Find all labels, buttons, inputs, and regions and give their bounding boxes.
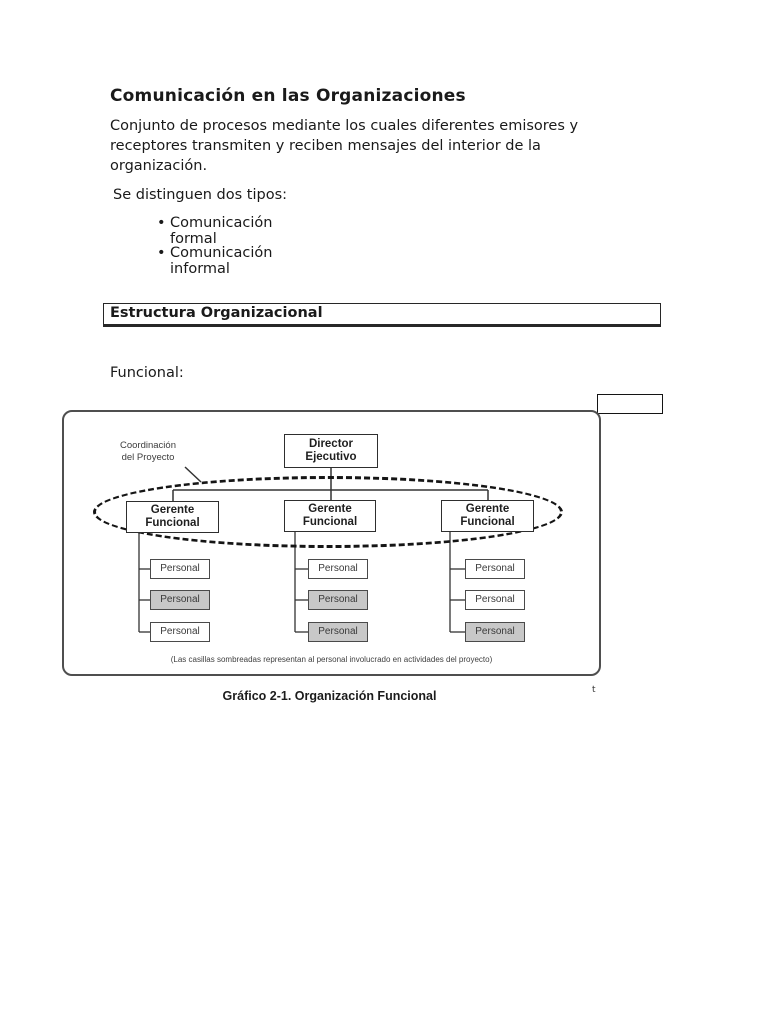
staff-node-shaded: Personal — [465, 622, 525, 642]
paragraph-line: Conjunto de procesos mediante los cuales… — [110, 118, 579, 134]
section-heading-box: Estructura Organizacional — [103, 303, 661, 327]
coordination-label: Coordinación del Proyecto — [103, 440, 193, 463]
label-pointer-line — [184, 466, 202, 483]
staff-node: Personal — [150, 622, 210, 642]
director-label-line: Director — [308, 437, 354, 450]
director-label-line: Ejecutivo — [305, 451, 357, 463]
coordination-label-line: del Proyecto — [121, 451, 175, 463]
staff-node-shaded: Personal — [150, 590, 210, 610]
figure-note: (Las casillas sombreadas representan al … — [170, 655, 493, 664]
bullet-icon: • — [157, 215, 166, 231]
intro-paragraph: Conjunto de procesos mediante los cuales… — [110, 117, 578, 176]
staff-node-shaded: Personal — [308, 590, 368, 610]
page-title: Comunicación en las Organizaciones — [110, 86, 466, 106]
section-heading-label: Estructura Organizacional — [110, 305, 323, 321]
paragraph-line: organización. — [110, 157, 208, 174]
project-coordination-ellipse — [93, 476, 563, 548]
staff-node-shaded: Personal — [308, 622, 368, 642]
staff-node: Personal — [465, 559, 525, 579]
org-chart-figure: Coordinación del Proyecto Director Ejecu… — [62, 410, 601, 676]
stray-mark: t — [592, 685, 596, 695]
manager-node: Gerente Funcional — [126, 501, 219, 533]
staff-node: Personal — [465, 590, 525, 610]
staff-node: Personal — [308, 559, 368, 579]
types-subheading: Se distinguen dos tipos: — [113, 187, 288, 203]
bullet-label: Comunicación formal — [170, 215, 273, 247]
empty-callout-box — [597, 394, 663, 414]
functional-label: Funcional: — [110, 365, 184, 381]
manager-node: Gerente Funcional — [284, 500, 376, 532]
manager-node: Gerente Funcional — [441, 500, 534, 532]
figure-caption: Gráfico 2-1. Organización Funcional — [222, 689, 437, 703]
bullet-label: Comunicación informal — [170, 245, 273, 277]
coordination-label-line: Coordinación — [120, 440, 176, 451]
bullet-icon: • — [157, 245, 166, 261]
staff-node: Personal — [150, 559, 210, 579]
director-node: Director Ejecutivo — [284, 434, 378, 468]
paragraph-line: receptores transmiten y reciben mensajes… — [110, 137, 541, 154]
